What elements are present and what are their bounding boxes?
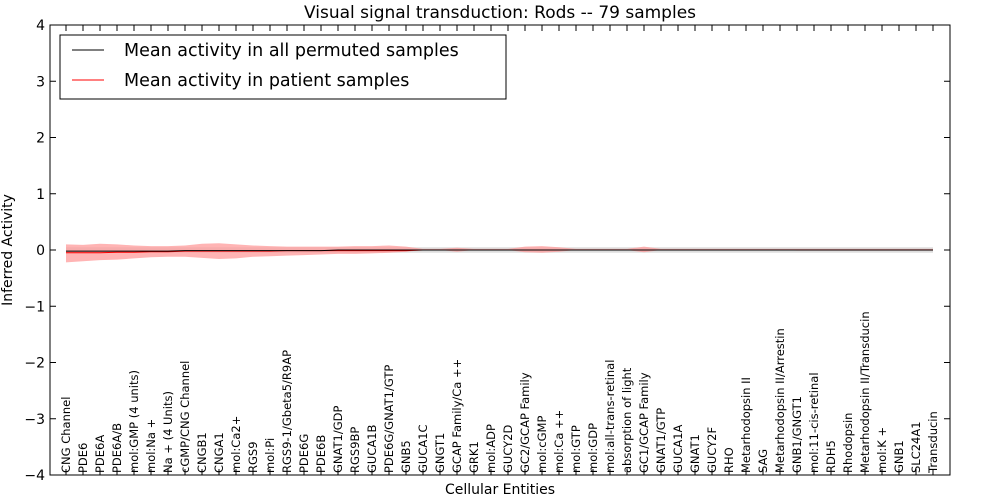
y-tick-label: −4: [24, 468, 45, 484]
legend-label-patient: Mean activity in patient samples: [124, 71, 409, 91]
x-tick-label: GCAP Family/Ca ++: [450, 359, 464, 473]
x-tick-label: GUCY2F: [705, 427, 719, 473]
x-tick-label: GNB1/GNGT1: [790, 396, 804, 473]
x-tick-label: Metarhodopsin II/Transducin: [858, 311, 872, 473]
legend-label-permuted: Mean activity in all permuted samples: [124, 41, 459, 61]
chart-title: Visual signal transduction: Rods -- 79 s…: [304, 3, 696, 23]
x-tick-label: SAG: [756, 449, 770, 473]
x-tick-label: Rhodopsin: [841, 413, 855, 473]
x-tick-label: GUCY2D: [501, 425, 515, 473]
x-tick-label: GNAT1/GDP: [331, 406, 345, 473]
legend-box: [59, 34, 507, 100]
y-tick-label: 3: [36, 74, 45, 90]
x-tick-label: GC2/GCAP Family: [518, 372, 532, 473]
x-tick-label: GNB5: [399, 440, 413, 473]
x-tick-label: mol:cGMP: [535, 416, 549, 473]
series-lines: [66, 249, 933, 254]
x-tick-label: RDH5: [824, 440, 838, 473]
x-tick-label: PDE6G/GNAT1/GTP: [382, 365, 396, 473]
x-tick-label: RGS9BP: [348, 427, 362, 473]
y-tick-label: 2: [36, 131, 45, 147]
x-tick-label: GNB1: [892, 440, 906, 473]
x-tick-label: Transducin: [926, 411, 940, 474]
x-tick-label: mol:GDP: [586, 423, 600, 473]
x-tick-label: GC1/GCAP Family: [637, 372, 651, 473]
x-tick-label: Metarhodopsin II/Arrestin: [773, 328, 787, 473]
y-tick-label: 4: [36, 18, 45, 34]
x-tick-label: PDE6B: [314, 435, 328, 473]
y-tick-label: −1: [24, 299, 45, 315]
legend: Mean activity in all permuted samples Me…: [59, 34, 507, 100]
x-tick-label: GNGT1: [433, 433, 447, 473]
x-tick-label: PDE6A/B: [110, 423, 124, 473]
y-tick-label: 0: [36, 243, 45, 259]
y-axis-label: Inferred Activity: [0, 194, 16, 306]
x-axis-label: Cellular Entities: [445, 482, 555, 498]
x-tick-label: mol:Ca ++: [552, 410, 566, 473]
x-tick-label: mol:11-cis-retinal: [807, 372, 821, 473]
x-tick-label: CNG Channel: [59, 397, 73, 473]
x-tick-label: GNAT1: [688, 434, 702, 473]
y-tick-label: −2: [24, 356, 45, 372]
x-tick-label: GRK1: [467, 441, 481, 473]
x-tick-label: RHO: [722, 447, 736, 473]
x-tick-label: GUCA1C: [416, 424, 430, 473]
x-tick-label: RGS9-1/Gbeta5/R9AP: [280, 350, 294, 473]
x-tick-label: CNGB1: [195, 432, 209, 473]
x-tick-label: GNAT1/GTP: [654, 408, 668, 473]
x-tick-label: absorption of light: [620, 367, 634, 473]
x-tick-label: PDE6: [76, 443, 90, 473]
x-tick-label: mol:GTP: [569, 425, 583, 473]
y-tick-label: −3: [24, 412, 45, 428]
x-tick-label: mol:ADP: [484, 424, 498, 473]
x-tick-label: mol:Na +: [144, 419, 158, 473]
x-tick-label: cGMP/CNG Channel: [178, 361, 192, 473]
x-tick-label: mol:Pi: [263, 438, 277, 473]
x-tick-label: Metarhodopsin II: [739, 377, 753, 473]
x-tick-label: GUCA1A: [671, 424, 685, 473]
x-tick-label: PDE6G: [297, 434, 311, 473]
x-tick-label: PDE6A: [93, 435, 107, 473]
y-tick-label: 1: [36, 187, 45, 203]
x-tick-label: CNGA1: [212, 432, 226, 473]
axis-ticks: [50, 24, 950, 476]
y-tick-labels: −4 −3 −2 −1 0 1 2 3 4: [24, 18, 45, 484]
confidence-bands: [66, 243, 933, 263]
x-tick-label: Na + (4 Units): [161, 391, 175, 473]
x-tick-label: mol:all-trans-retinal: [603, 360, 617, 473]
x-tick-label: SLC24A1: [909, 421, 923, 473]
x-tick-label: mol:K +: [875, 427, 889, 473]
plot-frame: [49, 24, 951, 476]
x-tick-label: GUCA1B: [365, 424, 379, 473]
x-tick-label: mol:GMP (4 units): [127, 370, 141, 473]
x-tick-label: mol:Ca2+: [229, 416, 243, 473]
line-series-0: [66, 249, 933, 252]
band-series-1: [66, 243, 933, 263]
x-tick-label: RGS9: [246, 441, 260, 473]
